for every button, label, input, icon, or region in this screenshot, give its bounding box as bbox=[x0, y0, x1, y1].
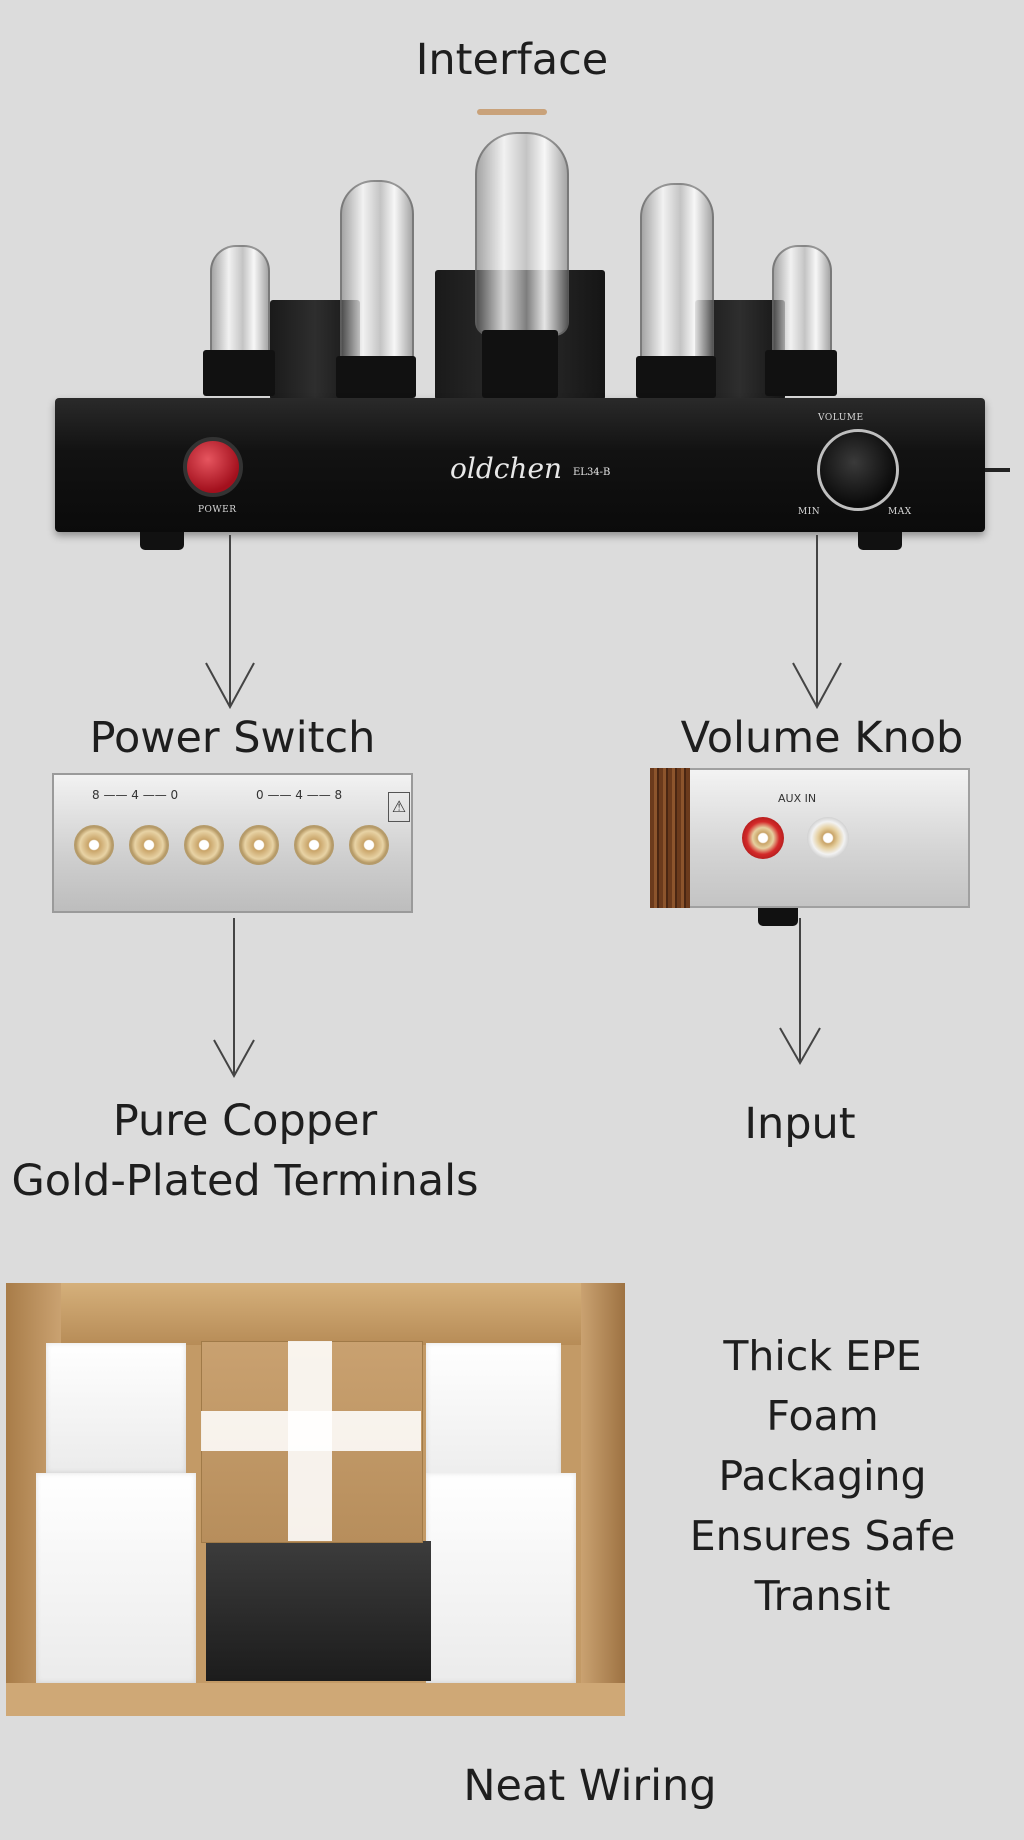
rca-input-red bbox=[742, 817, 784, 859]
rectifier-tube-center bbox=[475, 132, 569, 336]
power-switch-label: Power Switch bbox=[89, 713, 376, 763]
rectifier-tube-center-base bbox=[482, 330, 558, 398]
brand-logo: oldchen bbox=[450, 452, 563, 485]
arrow-to-terminals bbox=[213, 918, 255, 1079]
neat-wiring-caption: Neat Wiring bbox=[463, 1761, 717, 1811]
parcel-tape-horizontal bbox=[201, 1411, 421, 1451]
foam-block-left-upper bbox=[46, 1343, 186, 1473]
foam-block-right-upper bbox=[426, 1343, 561, 1493]
interface-heading: Interface bbox=[415, 35, 609, 85]
terminal-1 bbox=[74, 825, 114, 865]
foam-caption-line1: Thick EPE bbox=[723, 1332, 922, 1380]
input-caption: Input bbox=[744, 1099, 856, 1149]
terminals-caption-line1: Pure Copper bbox=[112, 1096, 378, 1146]
warning-icon: ⚠ bbox=[388, 792, 410, 822]
arrow-to-volume-knob bbox=[792, 535, 842, 710]
power-tube-right bbox=[640, 183, 714, 365]
arrow-to-power-switch bbox=[205, 535, 255, 710]
foam-block-right-lower bbox=[426, 1473, 576, 1683]
max-label: MAX bbox=[888, 507, 912, 517]
volume-knob[interactable] bbox=[817, 429, 899, 511]
box-flap-bottom bbox=[6, 1683, 625, 1716]
small-tube-left bbox=[210, 245, 270, 357]
foam-caption-line4: Ensures Safe bbox=[689, 1512, 956, 1560]
power-cord bbox=[985, 468, 1010, 472]
small-tube-right bbox=[772, 245, 832, 357]
power-tube-left bbox=[340, 180, 414, 364]
model-label: EL34-B bbox=[573, 467, 611, 478]
box-flap-right bbox=[581, 1283, 625, 1716]
foam-caption-line5: Transit bbox=[754, 1572, 891, 1620]
box-flap-top bbox=[61, 1283, 581, 1345]
foam-caption-line2: Foam bbox=[766, 1392, 879, 1440]
small-tube-right-base bbox=[765, 350, 837, 396]
power-label: POWER bbox=[198, 505, 237, 515]
foam-block-left-lower bbox=[36, 1473, 196, 1683]
terminal-5 bbox=[294, 825, 334, 865]
foam-caption: Thick EPE Foam Packaging Ensures Safe Tr… bbox=[660, 1326, 985, 1626]
foam-caption-line3: Packaging bbox=[718, 1452, 927, 1500]
volume-knob-label: Volume Knob bbox=[680, 713, 964, 763]
terminal-scale-left: 8 —— 4 —— 0 bbox=[92, 788, 179, 802]
terminals-caption-line2: Gold-Plated Terminals bbox=[11, 1156, 479, 1206]
arrow-to-input bbox=[779, 918, 821, 1066]
chassis-foot-right bbox=[858, 532, 902, 550]
terminal-scale-right: 0 —— 4 —— 8 bbox=[256, 788, 343, 802]
terminal-2 bbox=[129, 825, 169, 865]
amplifier-in-box bbox=[206, 1541, 431, 1681]
wood-side-panel bbox=[650, 768, 690, 908]
terminal-3 bbox=[184, 825, 224, 865]
small-tube-left-base bbox=[203, 350, 275, 396]
rca-input-white bbox=[807, 817, 849, 859]
packaging-photo bbox=[6, 1283, 625, 1716]
terminal-6 bbox=[349, 825, 389, 865]
accent-bar bbox=[477, 109, 547, 115]
chassis-foot-left bbox=[140, 532, 184, 550]
input-panel-foot bbox=[758, 908, 798, 926]
volume-label: VOLUME bbox=[818, 413, 864, 423]
terminal-4 bbox=[239, 825, 279, 865]
power-button[interactable] bbox=[183, 437, 243, 497]
power-tube-right-base bbox=[636, 356, 716, 398]
aux-in-label: AUX IN bbox=[778, 792, 817, 805]
min-label: MIN bbox=[798, 507, 821, 517]
power-tube-left-base bbox=[336, 356, 416, 398]
